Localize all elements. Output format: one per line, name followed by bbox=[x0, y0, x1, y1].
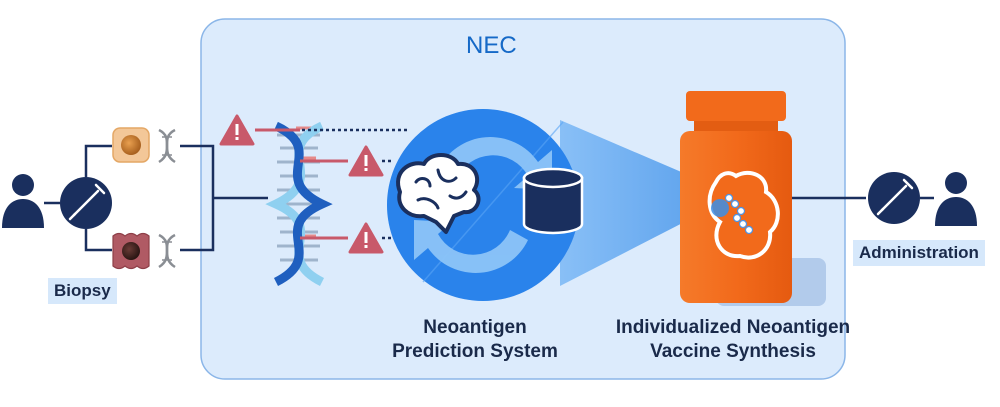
patient-left-icon bbox=[2, 174, 44, 228]
warning-icon-3 bbox=[348, 222, 384, 254]
normal-cell-icon bbox=[112, 127, 150, 163]
database-icon bbox=[522, 167, 584, 235]
patient-right-icon bbox=[935, 172, 977, 226]
syringe-right-icon bbox=[868, 172, 920, 224]
administration-label: Administration bbox=[853, 240, 985, 266]
dna-helix-icon bbox=[265, 121, 333, 287]
transfer-beam bbox=[560, 120, 712, 286]
warning-icon-2 bbox=[348, 145, 384, 177]
vaccine-bottle-icon bbox=[680, 91, 826, 306]
dna-icon-bottom bbox=[158, 233, 176, 269]
biopsy-label: Biopsy bbox=[48, 278, 117, 304]
tumor-cell-icon bbox=[112, 232, 150, 270]
dna-icon-top bbox=[158, 128, 176, 164]
cycle-arrows-icon bbox=[414, 137, 552, 273]
prediction-system-label: Neoantigen Prediction System bbox=[380, 316, 570, 364]
prediction-label-line2: Prediction System bbox=[392, 341, 558, 362]
vaccine-label-line1: Individualized Neoantigen bbox=[615, 317, 851, 338]
brain-icon bbox=[396, 153, 481, 234]
prediction-label-line1: Neoantigen bbox=[423, 317, 527, 338]
vaccine-synthesis-label: Individualized Neoantigen Vaccine Synthe… bbox=[598, 316, 868, 364]
vaccine-label-line2: Vaccine Synthesis bbox=[650, 341, 816, 362]
syringe-left-icon bbox=[60, 177, 112, 229]
biopsy-branch-lines bbox=[84, 144, 268, 252]
container-title: NEC bbox=[466, 32, 517, 59]
warning-icon-1 bbox=[219, 114, 255, 146]
